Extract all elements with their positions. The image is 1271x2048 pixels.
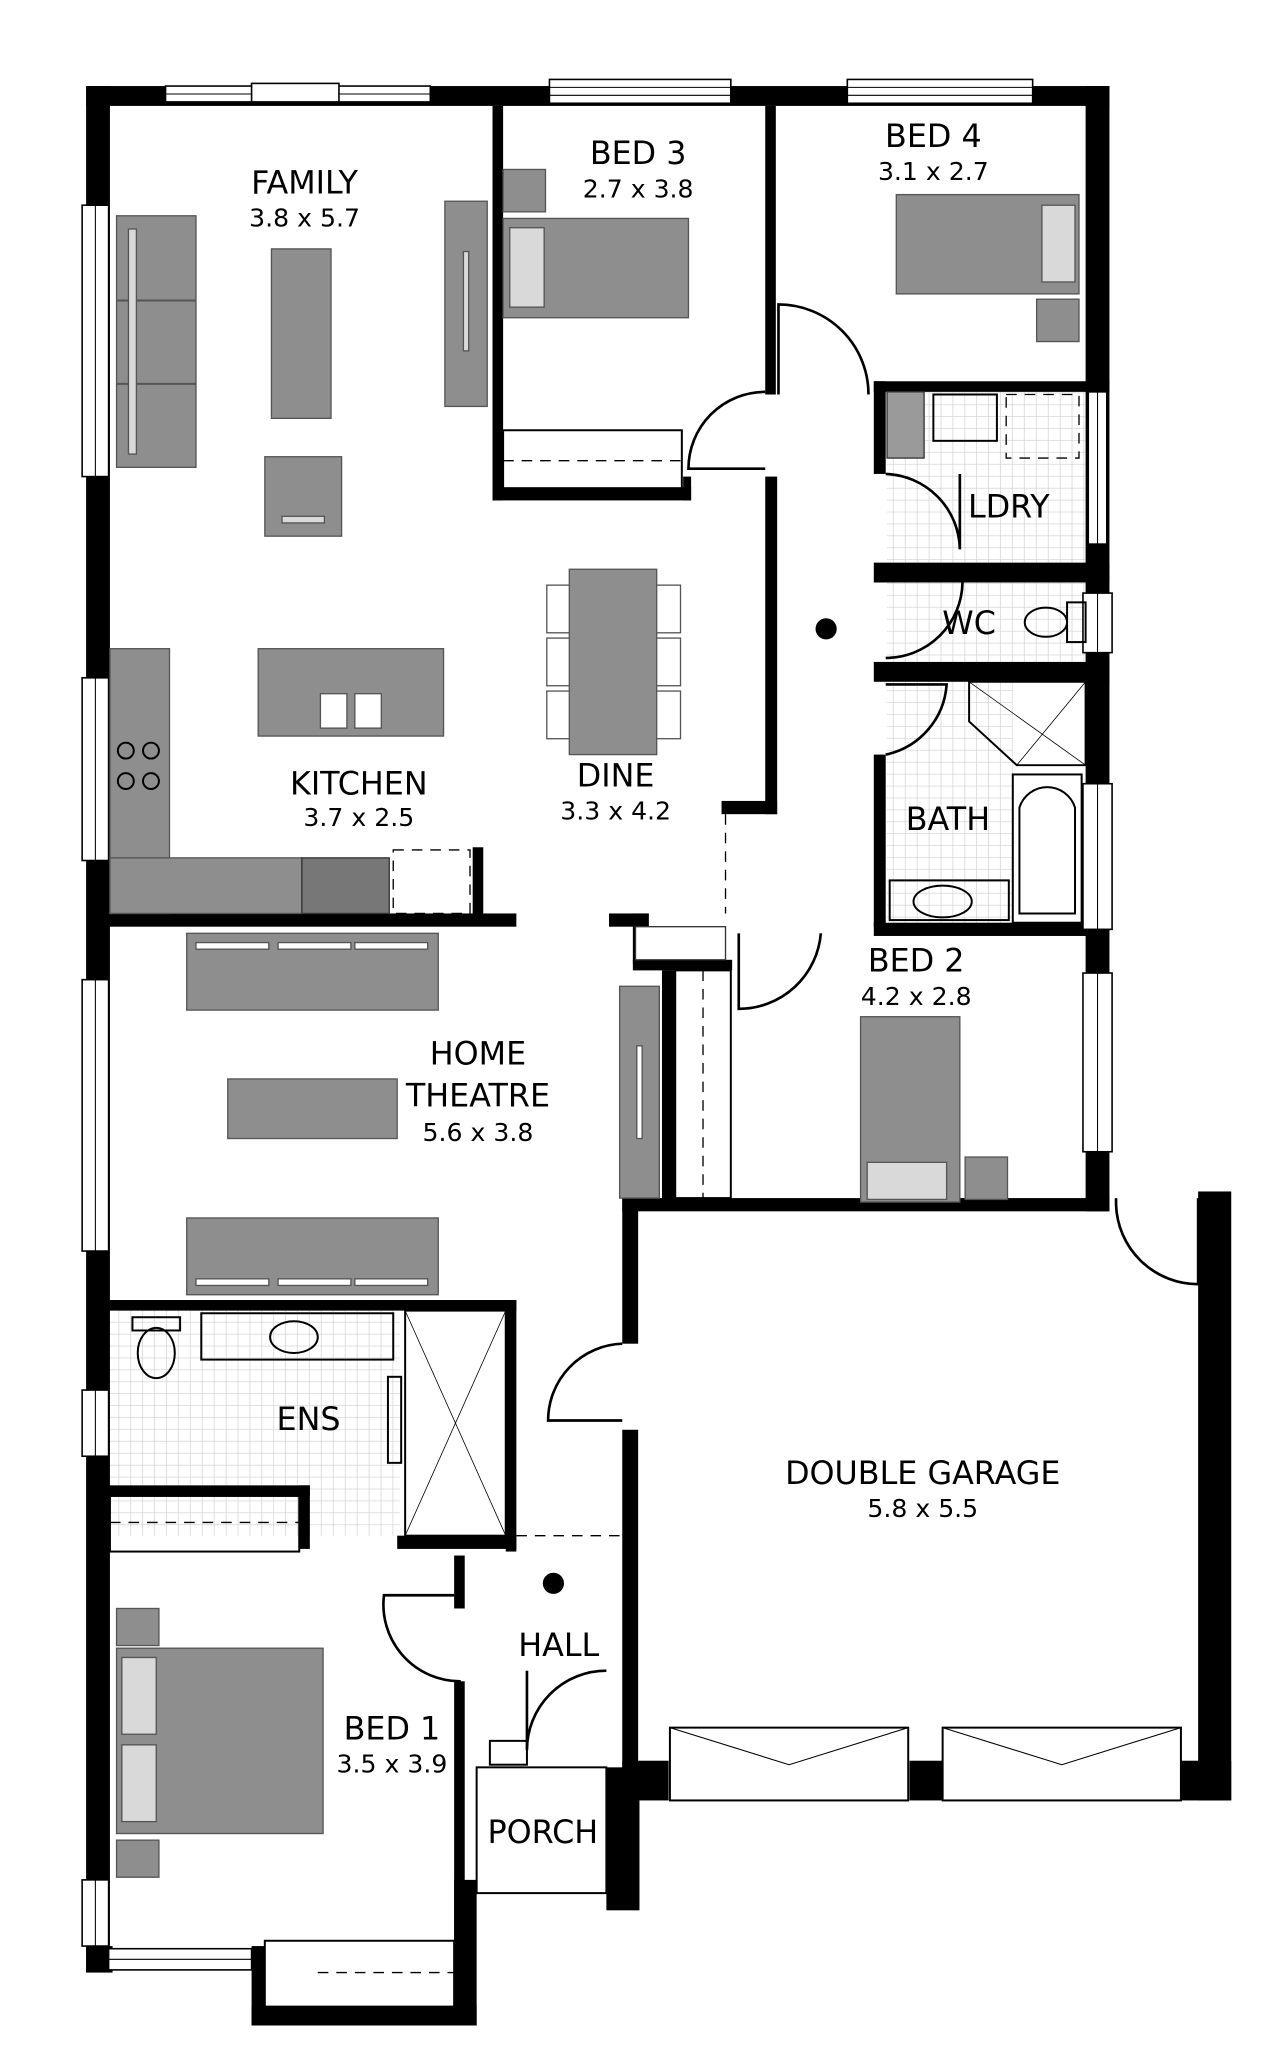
armchair [264,456,343,537]
bath-label: BATH [906,802,990,838]
tiled-floors [108,391,1086,1536]
bed3-size: 2.7 x 3.8 [583,174,694,203]
theatre-label-line2: THEATRE [405,1079,550,1115]
bed2-size: 4.2 x 2.8 [861,982,972,1011]
bed2-label: BED 2 [868,944,965,980]
hall-label: HALL [518,1628,599,1664]
theatre-label-line1: HOME [430,1036,526,1072]
bed1-label: BED 1 [344,1712,441,1748]
bed3-label: BED 3 [590,136,687,172]
bed1-size: 3.5 x 3.9 [336,1750,447,1779]
kitchen-label: KITCHEN [290,766,428,802]
garage-label: DOUBLE GARAGE [785,1456,1060,1492]
kitchen-size: 3.7 x 2.5 [303,803,414,832]
dine-size: 3.3 x 4.2 [560,796,671,825]
wc-label: WC [942,606,996,642]
doors [382,303,1200,1751]
ens-label: ENS [277,1402,341,1438]
windows [81,78,1113,1971]
island-bench [257,648,445,737]
family-label: FAMILY [251,165,358,201]
bed4-size: 3.1 x 2.7 [878,157,989,186]
porch-label: PORCH [487,1815,598,1851]
bed4-label: BED 4 [885,119,982,155]
family-size: 3.8 x 5.7 [249,203,360,232]
room-labels: FAMILY 3.8 x 5.7 BED 3 2.7 x 3.8 BED 4 3… [249,119,1060,1851]
garage-size: 5.8 x 5.5 [867,1494,978,1523]
dine-label: DINE [577,758,655,794]
ldry-label: LDRY [968,490,1050,526]
coffee-table [270,248,332,419]
theatre-size: 5.6 x 3.8 [423,1118,534,1147]
dining-table [568,568,658,756]
furniture [108,168,1182,2008]
